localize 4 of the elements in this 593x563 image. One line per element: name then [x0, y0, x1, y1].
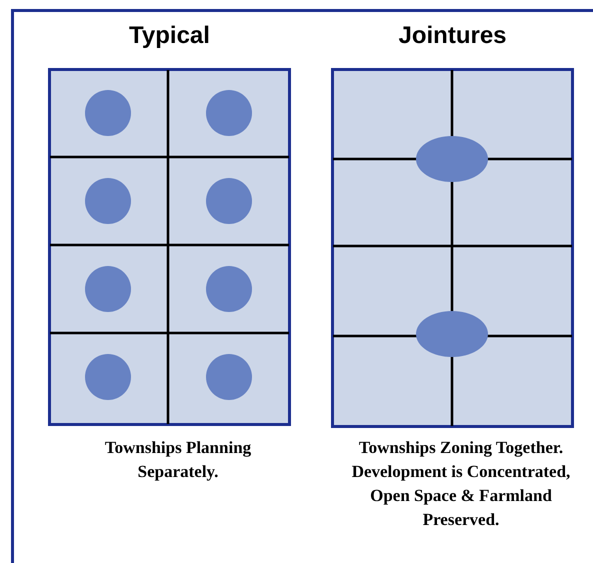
- panel-heading: Typical: [128, 21, 211, 51]
- panel-heading: Jointures: [397, 21, 508, 51]
- panel-caption: Townships Planning Separately.: [104, 437, 252, 483]
- panel-caption: Townships Zoning Together. Development is Concentrated, Open Space & Farmland Preserved.: [350, 437, 572, 531]
